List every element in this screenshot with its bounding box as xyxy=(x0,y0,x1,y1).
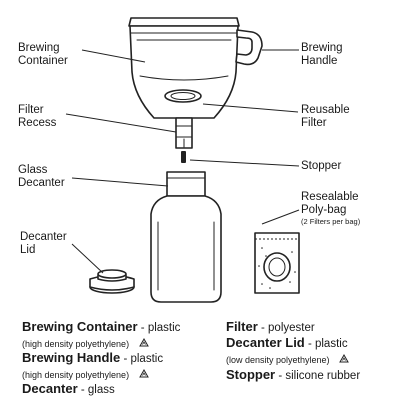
label-stopper: Stopper xyxy=(301,160,341,172)
leader-decanter-lid xyxy=(71,243,104,274)
label-glass-decanter: Glass Decanter xyxy=(18,164,65,189)
leader-filter-recess xyxy=(65,113,177,133)
reusable-filter xyxy=(164,89,202,103)
leader-lines xyxy=(65,49,300,274)
resealable-poly-bag xyxy=(254,232,300,294)
label-brewing-container: Brewing Container xyxy=(18,42,68,67)
leader-glass-decanter xyxy=(71,177,169,187)
label-brewing-handle: Brewing Handle xyxy=(301,42,346,67)
brewing-handle xyxy=(235,29,263,66)
callout-labels: Brewing Container Brewing Handle Filter … xyxy=(18,42,362,256)
glass-decanter xyxy=(150,171,222,303)
label-reusable-filter: Reusable Filter xyxy=(301,104,353,129)
stopper xyxy=(181,151,186,163)
label-resealable-bag: Resealable Poly-bag xyxy=(301,191,362,216)
label-decanter-lid: Decanter Lid xyxy=(20,231,70,256)
leader-brewing-container xyxy=(81,49,146,63)
label-bag-note: (2 Filters per bag) xyxy=(301,217,361,226)
brewing-container xyxy=(128,17,240,149)
leader-poly-bag xyxy=(261,209,300,225)
leader-reusable-filter xyxy=(202,103,299,113)
label-filter-recess: Filter Recess xyxy=(18,104,57,129)
leader-stopper xyxy=(189,159,300,167)
decanter-lid xyxy=(89,269,135,294)
